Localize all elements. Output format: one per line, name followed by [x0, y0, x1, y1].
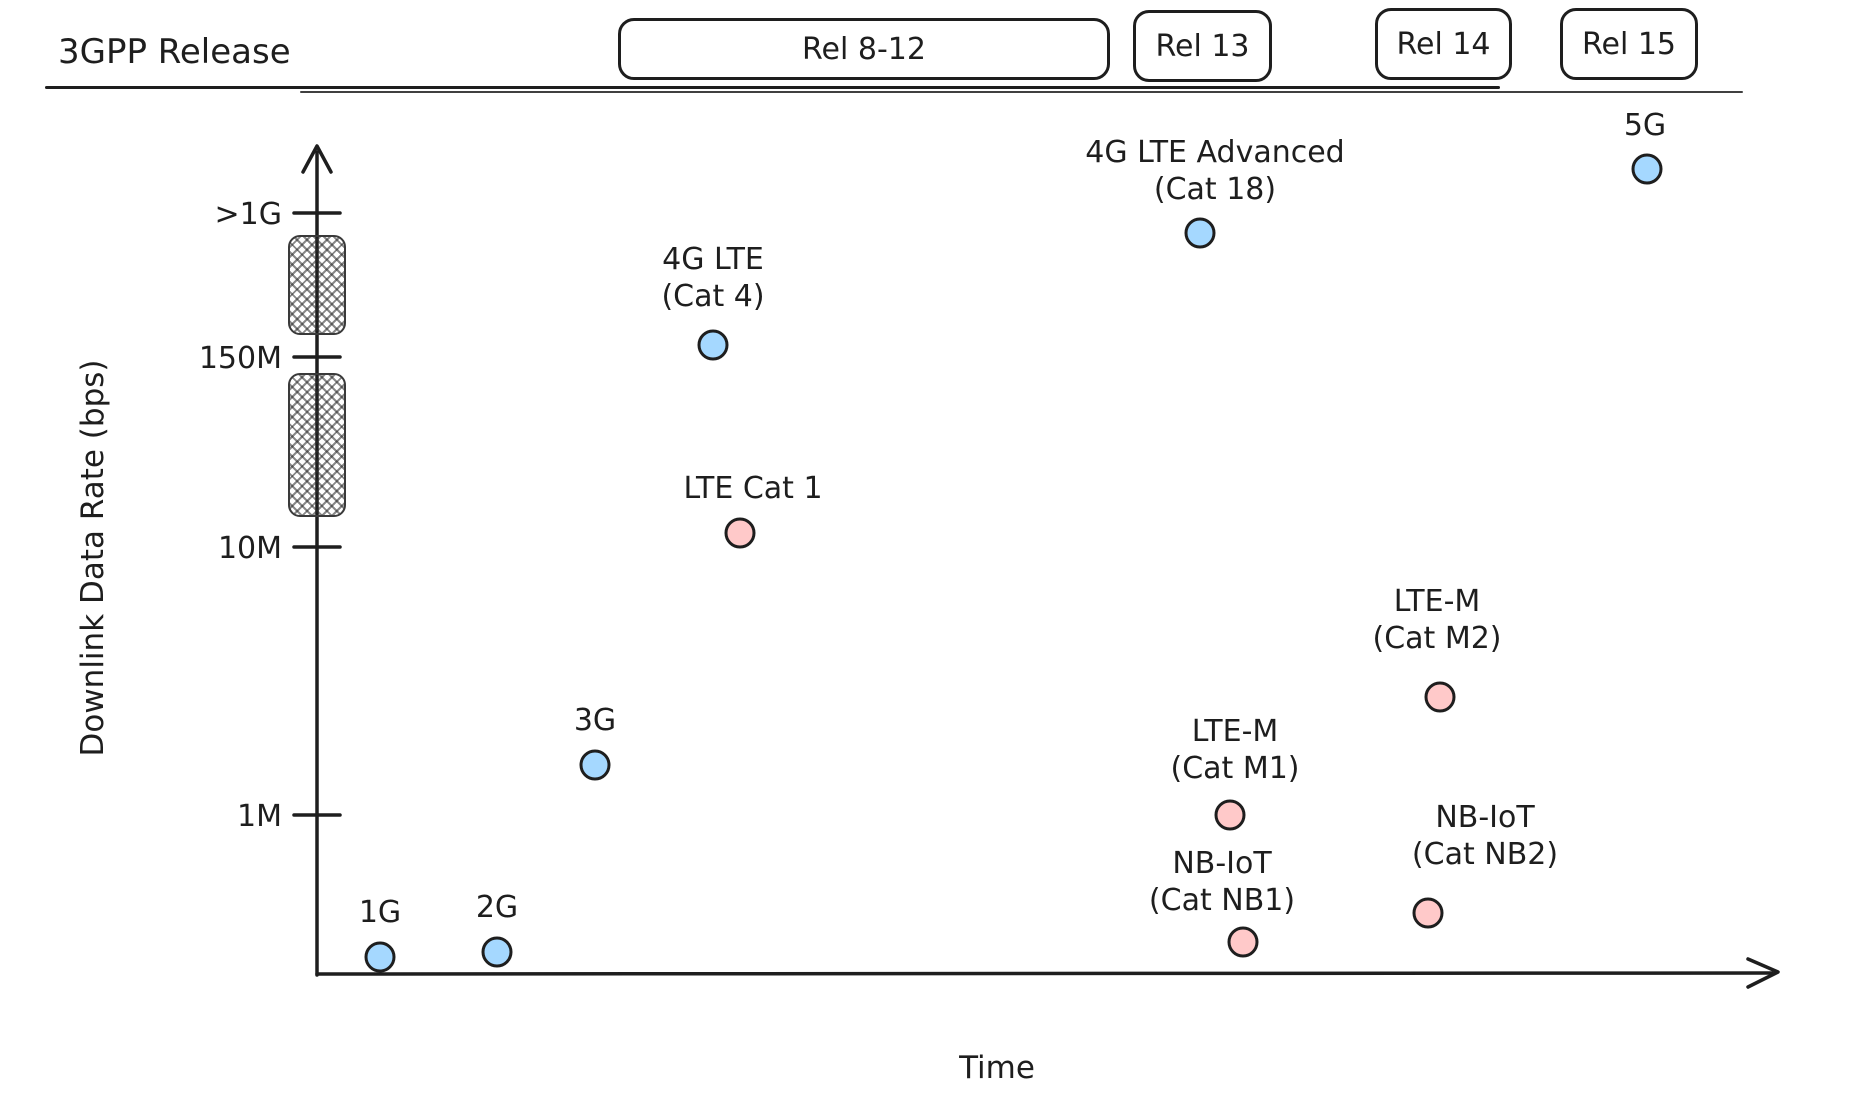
release-box-rel-15: Rel 15	[1560, 8, 1698, 80]
y-tick-label-1g: >1G	[214, 197, 282, 232]
y-axis-arrowhead	[301, 144, 333, 174]
data-point-5g	[1631, 153, 1663, 185]
header-divider-line	[45, 86, 1500, 89]
data-point-label-lte-cat-1: LTE Cat 1	[683, 470, 822, 507]
x-axis-label: Time	[959, 1050, 1035, 1086]
data-point-label-line: 4G LTE Advanced	[1085, 135, 1345, 170]
data-point-label-4g-lte-advanced-cat-18: 4G LTE Advanced(Cat 18)	[1085, 134, 1344, 208]
data-point-label-line: LTE Cat 1	[683, 471, 823, 506]
data-point-label-2g: 2G	[476, 889, 518, 926]
data-point-label-line: 2G	[475, 890, 519, 925]
data-point-label-line: (Cat 4)	[661, 279, 765, 314]
data-point-1g	[364, 941, 396, 973]
data-point-label-1g: 1G	[359, 894, 401, 931]
data-point-2g	[481, 936, 513, 968]
data-point-label-lte-m-cat-m2: LTE-M(Cat M2)	[1372, 583, 1501, 657]
data-point-label-line: 5G	[1623, 108, 1667, 143]
release-box-rel-8-12: Rel 8-12	[618, 18, 1110, 80]
data-point-3g	[579, 749, 611, 781]
data-point-label-nb-iot-cat-nb1: NB-IoT(Cat NB1)	[1149, 845, 1295, 919]
data-point-lte-m-cat-m1	[1214, 799, 1246, 831]
data-point-label-line: (Cat M2)	[1372, 621, 1502, 656]
data-point-label-line: (Cat M1)	[1170, 751, 1300, 786]
data-point-label-5g: 5G	[1624, 107, 1666, 144]
y-tick-label-10m: 10M	[217, 531, 282, 566]
data-point-label-nb-iot-cat-nb2: NB-IoT(Cat NB2)	[1412, 799, 1558, 873]
data-point-label-line: LTE-M	[1393, 584, 1481, 619]
data-point-nb-iot-cat-nb2	[1412, 897, 1444, 929]
data-point-label-line: 4G LTE	[662, 242, 764, 277]
header-divider-line-2	[300, 91, 1743, 93]
data-point-lte-cat-1	[724, 517, 756, 549]
data-point-lte-m-cat-m2	[1424, 681, 1456, 713]
data-point-label-line: (Cat 18)	[1153, 172, 1277, 207]
y-axis-ticks	[292, 211, 342, 817]
x-axis-arrowhead	[1746, 957, 1780, 989]
axis-break-hatch-2	[288, 373, 346, 517]
data-point-label-line: LTE-M	[1191, 714, 1279, 749]
axis-break-hatch-1	[288, 235, 346, 335]
data-point-label-lte-m-cat-m1: LTE-M(Cat M1)	[1170, 713, 1299, 787]
data-point-nb-iot-cat-nb1	[1227, 926, 1259, 958]
y-tick-label-150m: 150M	[198, 341, 282, 376]
y-tick-label-1m: 1M	[237, 799, 282, 834]
data-point-label-line: (Cat NB2)	[1411, 837, 1559, 872]
data-point-4g-lte-advanced-cat-18	[1184, 217, 1216, 249]
data-point-label-line: (Cat NB1)	[1148, 883, 1296, 918]
data-point-label-line: 3G	[573, 703, 617, 738]
release-box-rel-14: Rel 14	[1375, 8, 1512, 80]
header-title: 3GPP Release	[58, 32, 291, 72]
data-point-4g-lte-cat-4	[697, 329, 729, 361]
data-point-label-line: NB-IoT	[1435, 800, 1535, 835]
data-point-label-4g-lte-cat-4: 4G LTE(Cat 4)	[661, 241, 764, 315]
y-axis-label: Downlink Data Rate (bps)	[75, 359, 111, 757]
x-axis-line	[315, 971, 1774, 976]
release-box-rel-13: Rel 13	[1133, 10, 1272, 82]
data-point-label-line: 1G	[358, 895, 402, 930]
data-point-label-3g: 3G	[574, 702, 616, 739]
data-point-label-line: NB-IoT	[1172, 846, 1272, 881]
